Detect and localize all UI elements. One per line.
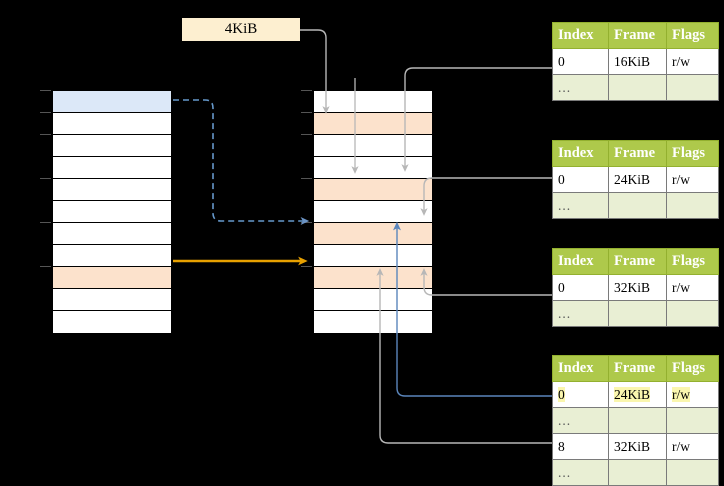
virtual-cell-tick-1 <box>40 112 51 113</box>
physical-cell-row-1 <box>314 113 432 135</box>
page-table-level-4-row-0-frame: 24KiB <box>608 381 667 408</box>
virtual-cell-row-4 <box>53 179 171 201</box>
page-table-level-2-row-1: ... <box>552 192 719 219</box>
virtual-cell-row-3 <box>53 157 171 179</box>
physical-cell-tick-2 <box>301 134 312 135</box>
page-table-level-4-row-2-flags: r/w <box>666 433 719 460</box>
physical-cell-tick-4 <box>301 178 312 179</box>
physical-cell-row-5 <box>314 201 432 223</box>
page-table-level-1-header-frame: Frame <box>608 22 667 49</box>
virtual-cell-row-9 <box>53 289 171 311</box>
page-table-level-4-header-frame: Frame <box>608 355 667 382</box>
virtual-cell-tick-2 <box>40 134 51 135</box>
page-table-level-1-row-1-index: ... <box>552 74 609 101</box>
page-table-level-4-row-0-index: 0 <box>552 381 609 408</box>
virtual-cell-row-10 <box>53 311 171 333</box>
page-table-level-3-row-0-flags: r/w <box>666 274 719 301</box>
page-table-level-2-header-index: Index <box>552 140 609 167</box>
highlighted-value: r/w <box>672 386 690 402</box>
page-table-level-2-row-0-flags: r/w <box>666 166 719 193</box>
page-table-level-4-row-2-frame: 32KiB <box>608 433 667 460</box>
physical-cell-row-4 <box>314 179 432 201</box>
virtual-cell-tick-0 <box>40 90 51 91</box>
physical-cell-tick-0 <box>301 90 312 91</box>
physical-cell-row-3 <box>314 157 432 179</box>
page-table-level-2-header-flags: Flags <box>666 140 719 167</box>
virtual-cell-row-8 <box>53 267 171 289</box>
page-table-level-3-row-1-flags <box>666 300 719 327</box>
page-table-level-1-row-0-index: 0 <box>552 48 609 75</box>
page-table-level-4-row-0: 0 24KiB r/w <box>552 381 719 408</box>
page-table-level-1-row-1: ... <box>552 74 719 101</box>
page-table-level-4-row-1-flags <box>666 407 719 434</box>
page-table-level-1-header-flags: Flags <box>666 22 719 49</box>
page-table-level-1-row-1-frame <box>608 74 667 101</box>
virtual-cell-row-0 <box>53 91 171 113</box>
connector-virtual-blue-dashed <box>173 99 310 226</box>
virtual-cell-tick-6 <box>40 222 51 223</box>
virtual-cell-row-5 <box>53 201 171 223</box>
connector-table2-to-physical <box>420 177 552 216</box>
virtual-cell-row-1 <box>53 113 171 135</box>
page-table-level-2-row-1-frame <box>608 192 667 219</box>
physical-cell-row-6 <box>314 223 432 245</box>
page-table-level-4-row-2-index: 8 <box>552 433 609 460</box>
page-table-level-4-row-1-index: ... <box>552 407 609 434</box>
page-table-level-2-row-1-index: ... <box>552 192 609 219</box>
virtual-cell-tick-8 <box>40 266 51 267</box>
highlighted-value: 0 <box>558 386 565 402</box>
physical-cell-row-2 <box>314 135 432 157</box>
physical-cell-tick-1 <box>301 112 312 113</box>
physical-cell-row-10 <box>314 311 432 333</box>
virtual-cell-row-7 <box>53 245 171 267</box>
page-table-level-2-row-1-flags <box>666 192 719 219</box>
page-table-level-2-header-frame: Frame <box>608 140 667 167</box>
page-table-level-2-row-0-frame: 24KiB <box>608 166 667 193</box>
page-table-level-3-header-flags: Flags <box>666 248 719 275</box>
highlighted-value: 24KiB <box>614 386 651 402</box>
physical-memory-column <box>313 90 433 333</box>
physical-cell-row-0 <box>314 91 432 113</box>
physical-cell-row-9 <box>314 289 432 311</box>
physical-cell-tick-8 <box>301 266 312 267</box>
page-table-level-4-header-flags: Flags <box>666 355 719 382</box>
size-annotation-label: 4KiB <box>182 18 300 41</box>
page-table-level-1-row-0-flags: r/w <box>666 48 719 75</box>
page-table-level-1-row-1-flags <box>666 74 719 101</box>
connector-table3-to-physical <box>420 268 552 296</box>
physical-cell-row-8 <box>314 267 432 289</box>
page-table-level-3-row-1-index: ... <box>552 300 609 327</box>
page-table-level-3-header-index: Index <box>552 248 609 275</box>
page-table-level-4-row-1-frame <box>608 407 667 434</box>
page-table-level-3-row-1: ... <box>552 300 719 327</box>
virtual-cell-row-6 <box>53 223 171 245</box>
virtual-cell-tick-4 <box>40 178 51 179</box>
physical-cell-row-7 <box>314 245 432 267</box>
page-table-level-2-row-0-index: 0 <box>552 166 609 193</box>
virtual-cell-row-2 <box>53 135 171 157</box>
page-table-level-1-row-0-frame: 16KiB <box>608 48 667 75</box>
page-table-level-4-header-index: Index <box>552 355 609 382</box>
page-table-level-4-row-1: ... <box>552 407 719 434</box>
virtual-address-space-column <box>52 90 172 333</box>
page-table-level-3-row-0-index: 0 <box>552 274 609 301</box>
page-table-level-3-row-0-frame: 32KiB <box>608 274 667 301</box>
physical-cell-tick-6 <box>301 222 312 223</box>
page-table-level-1-header-index: Index <box>552 22 609 49</box>
page-table-level-4-row-0-flags: r/w <box>666 381 719 408</box>
page-table-level-3-row-1-frame <box>608 300 667 327</box>
page-table-level-3-header-frame: Frame <box>608 248 667 275</box>
